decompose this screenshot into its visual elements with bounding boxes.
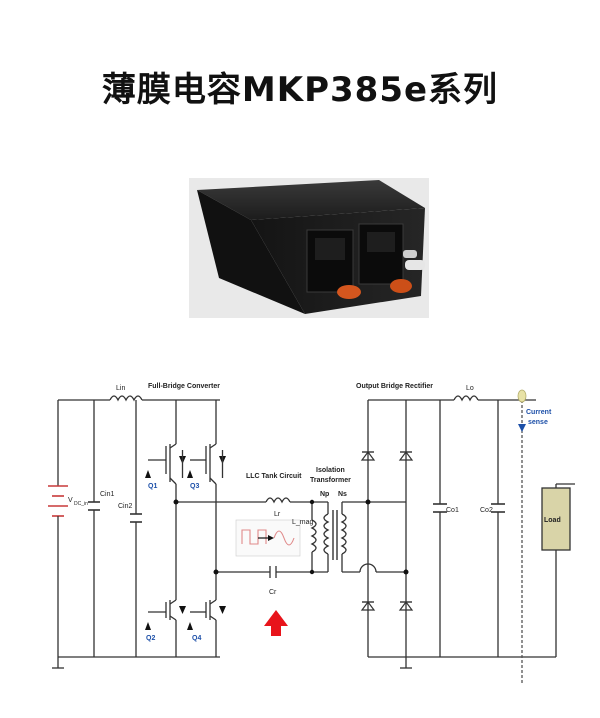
label-llc-tank: LLC Tank Circuit: [246, 473, 302, 480]
label-output-bridge: Output Bridge Rectifier: [356, 383, 433, 390]
input-capacitors: [88, 501, 142, 523]
current-sense-probe: [517, 389, 527, 432]
output-capacitors: [433, 503, 505, 513]
label-isolation: Isolation: [316, 467, 345, 474]
label-cin2: Cin2: [118, 503, 133, 510]
mosfet-q3: [190, 443, 226, 485]
label-ns: Ns: [338, 491, 347, 498]
llc-circuit-diagram: Lin Full-Bridge Converter V DC_in Cin1 C…: [30, 374, 575, 692]
page-title: 薄膜电容MKP385e系列: [101, 70, 499, 110]
label-co1: Co1: [446, 507, 459, 514]
label-co2: Co2: [480, 507, 493, 514]
highlight-arrow: [264, 610, 288, 636]
label-vdc-sub: DC_in: [74, 501, 88, 507]
mosfet-q2: [148, 599, 186, 621]
label-load: Load: [544, 517, 561, 524]
label-transformer: Transformer: [310, 477, 351, 484]
label-lo: Lo: [466, 385, 474, 392]
label-lin: Lin: [116, 385, 125, 392]
mosfet-q1: [148, 443, 186, 485]
junction-dots: [173, 499, 409, 575]
label-lr: Lr: [274, 511, 281, 518]
battery-symbol: [48, 485, 68, 524]
label-q4: Q4: [192, 635, 201, 642]
gate-arrows: [145, 470, 193, 630]
label-current: Current: [526, 409, 552, 416]
resonant-waveform: [235, 519, 301, 557]
label-lmag: L_mag: [292, 519, 314, 526]
output-diodes: [360, 451, 414, 611]
load-box: [541, 487, 571, 551]
product-photo: [189, 178, 429, 318]
label-np: Np: [320, 491, 329, 498]
label-q2: Q2: [146, 635, 155, 642]
label-cr: Cr: [269, 589, 277, 596]
wires: [52, 395, 575, 684]
label-sense: sense: [528, 419, 548, 426]
label-cin1: Cin1: [100, 491, 115, 498]
label-q1: Q1: [148, 483, 157, 490]
label-vdc: V: [68, 497, 73, 504]
mosfet-q4: [190, 599, 226, 621]
label-q3: Q3: [190, 483, 199, 490]
label-full-bridge: Full-Bridge Converter: [148, 383, 220, 390]
